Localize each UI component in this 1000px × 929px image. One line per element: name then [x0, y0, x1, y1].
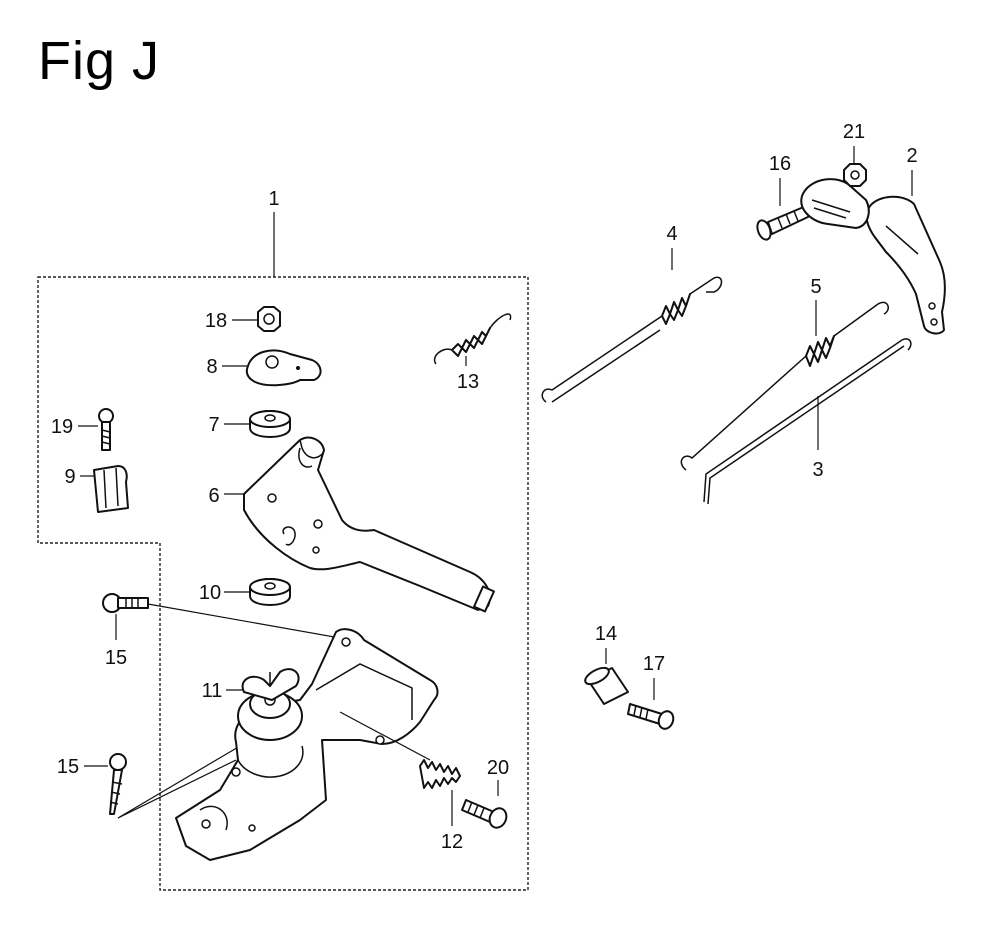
callout-14: 14 [595, 623, 617, 645]
part-13-spring [433, 313, 512, 366]
callout-3: 3 [812, 459, 823, 481]
part-15-screw-lower [84, 745, 241, 819]
part-18-nut [232, 306, 281, 332]
part-19-screw [78, 408, 114, 451]
callout-10: 10 [199, 582, 221, 604]
callout-11: 11 [202, 680, 223, 702]
callout-16: 16 [769, 153, 791, 175]
callout-12: 12 [441, 831, 463, 853]
part-2-bracket-mount [800, 178, 870, 229]
callout-7: 7 [208, 414, 219, 436]
part-2-lever-bracket [865, 170, 946, 335]
callout-9: 9 [64, 466, 75, 488]
callout-4: 4 [666, 223, 677, 245]
callout-5: 5 [810, 276, 821, 298]
callout-19: 19 [51, 416, 73, 438]
callout-18: 18 [205, 310, 227, 332]
part-7-washer [224, 410, 291, 438]
part-8-cam-plate [222, 349, 322, 387]
part-15-bolt-upper [102, 593, 341, 640]
part-5-rod-spring [680, 300, 889, 471]
part-9-clip [80, 465, 129, 513]
callout-15-lower: 15 [57, 756, 79, 778]
figure-title: Fig J [38, 31, 161, 91]
callout-13: 13 [457, 371, 479, 393]
part-12-spring [419, 759, 461, 826]
part-17-bolt [627, 678, 675, 730]
callout-17: 17 [643, 653, 665, 675]
assembly-boundary [37, 276, 529, 891]
part-3-rod [703, 338, 912, 505]
part-10-washer [224, 578, 291, 606]
callout-15-upper: 15 [105, 647, 127, 669]
part-21-nut [843, 146, 867, 187]
part-14-sleeve [584, 648, 629, 705]
callout-6: 6 [208, 485, 219, 507]
part-6-control-lever [224, 436, 495, 613]
callout-1: 1 [268, 188, 279, 210]
part-16-bolt [756, 178, 811, 241]
callout-20: 20 [487, 757, 509, 779]
callout-2: 2 [906, 145, 917, 167]
part-4-rod-spring [541, 248, 723, 403]
part-20-bolt [461, 780, 508, 829]
part-11-base-plate [175, 628, 439, 861]
callout-21: 21 [843, 121, 865, 143]
callout-8: 8 [206, 356, 217, 378]
